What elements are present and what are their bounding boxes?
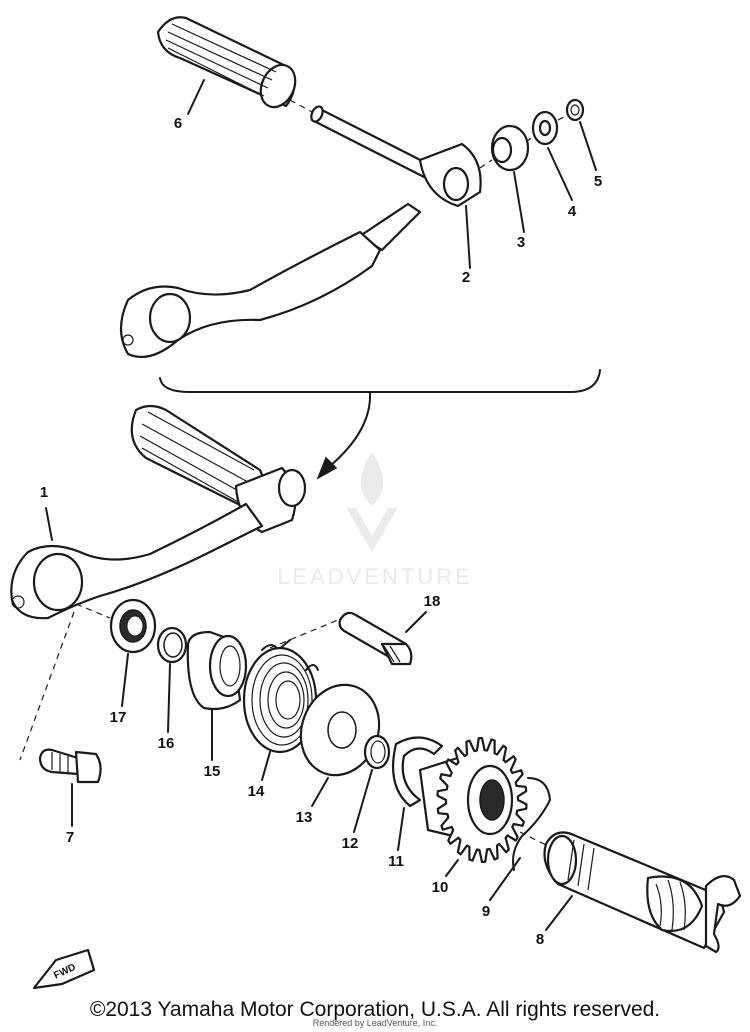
spring-pin	[269, 611, 413, 666]
circlip-12	[363, 734, 391, 770]
callout-label-6: 6	[174, 115, 182, 132]
rendered-by-notice: Rendered by LeadVenture, Inc.	[312, 1018, 438, 1028]
kick-grip-upper	[156, 16, 297, 109]
kick-lever-arm	[119, 142, 482, 358]
grip-bushing	[490, 124, 530, 172]
kick-axle	[543, 831, 742, 954]
callout-leader-5	[579, 121, 597, 171]
callout-leader-13	[311, 777, 329, 807]
callout-label-3: 3	[517, 234, 525, 251]
lower-kick-assembly	[10, 404, 742, 954]
callout-label-7: 7	[66, 829, 74, 846]
oil-seal	[109, 598, 157, 654]
callout-leader-3	[513, 171, 525, 233]
callout-leader-14	[261, 751, 271, 781]
upper-kick-lever-assembly	[119, 16, 585, 358]
callout-label-13: 13	[296, 809, 313, 826]
thrust-washer	[299, 683, 381, 777]
callout-leader-8	[545, 895, 573, 931]
callout-leader-16	[167, 663, 171, 733]
grip-washer	[531, 110, 559, 146]
callout-leader-10	[445, 859, 459, 877]
callout-label-9: 9	[482, 903, 490, 920]
leadventure-watermark: LEADVENTURE	[277, 452, 473, 589]
circlip-16	[156, 626, 188, 664]
callout-label-1: 1	[40, 484, 48, 501]
callout-leader-17	[121, 653, 129, 707]
callout-leader-2	[465, 205, 471, 269]
callout-label-11: 11	[388, 853, 404, 870]
callout-leader-4	[547, 147, 573, 201]
callout-label-8: 8	[536, 931, 544, 948]
kick-clip	[392, 736, 444, 808]
callout-leader-12	[353, 769, 373, 833]
callout-label-12: 12	[342, 835, 359, 852]
callout-label-14: 14	[248, 783, 265, 800]
callout-leader-1	[45, 507, 53, 541]
kick-gear	[418, 736, 528, 864]
copyright-notice: ©2013 Yamaha Motor Corporation, U.S.A. A…	[89, 998, 661, 1021]
crank-bolt	[38, 748, 102, 784]
callout-label-15: 15	[204, 763, 221, 780]
callout-leader-6	[187, 79, 205, 115]
callout-leader-18	[405, 611, 427, 633]
grip-clip	[565, 98, 585, 122]
forward-direction-indicator: FWD	[32, 948, 96, 990]
callout-label-4: 4	[568, 203, 577, 220]
watermark-text: LEADVENTURE	[277, 564, 473, 589]
gear-spring-clip	[512, 777, 551, 871]
spring-guide	[186, 630, 248, 711]
assembly-bracket	[159, 369, 601, 480]
kick-crank	[10, 404, 307, 620]
callout-leader-9	[489, 857, 521, 901]
callout-label-16: 16	[158, 735, 175, 752]
callout-label-18: 18	[424, 593, 441, 610]
callout-label-2: 2	[462, 269, 470, 286]
callout-label-5: 5	[594, 173, 602, 190]
callout-label-17: 17	[110, 709, 127, 726]
callout-leader-11	[397, 807, 405, 851]
callout-label-10: 10	[432, 879, 449, 896]
